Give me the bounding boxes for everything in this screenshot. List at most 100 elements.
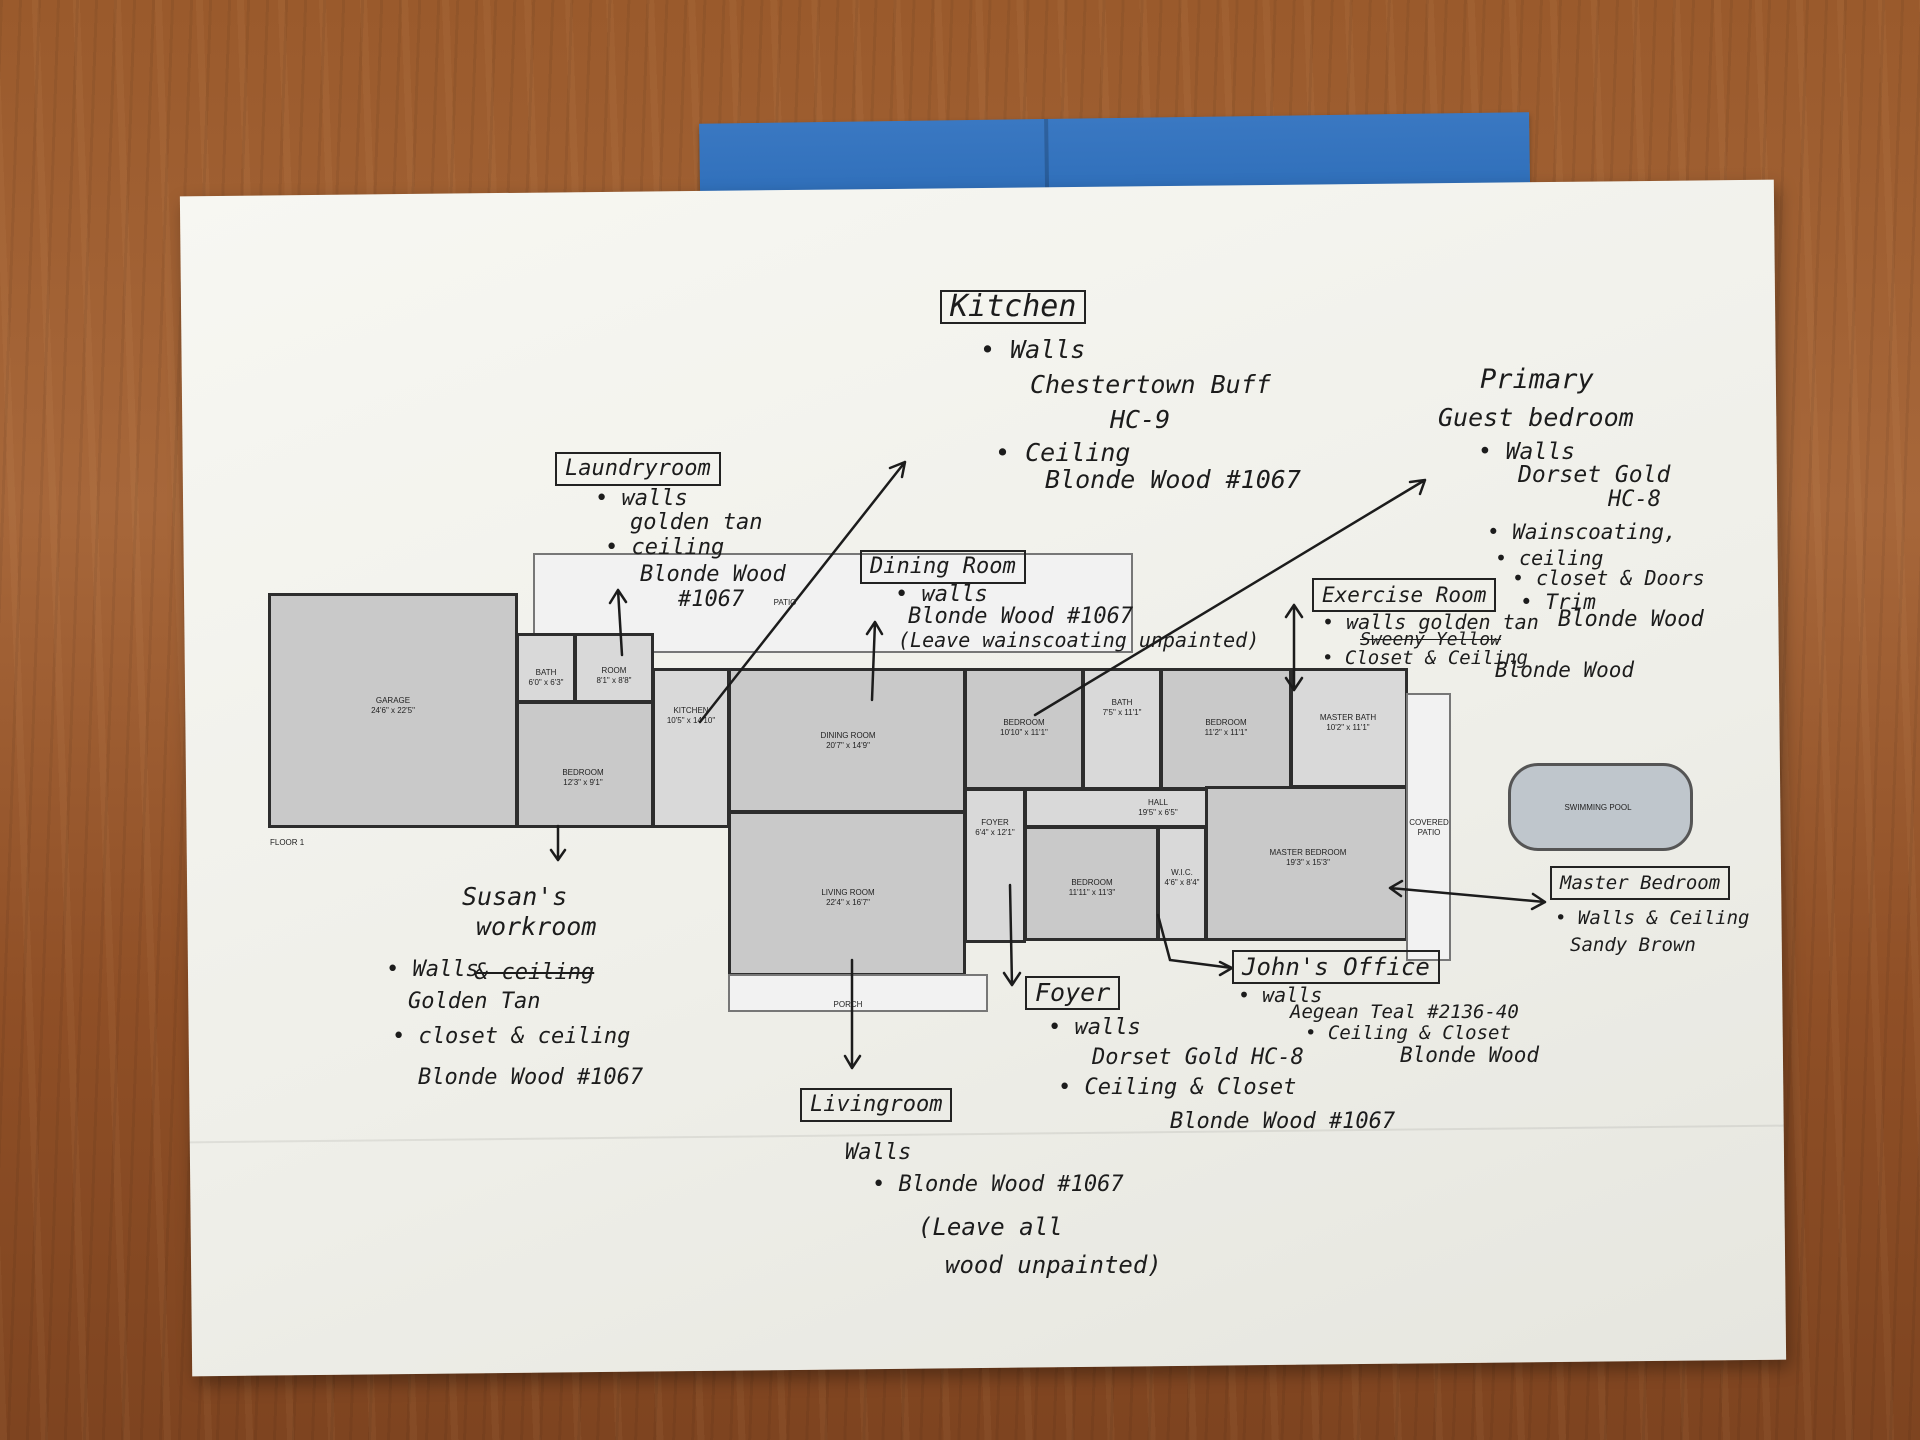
bath-small [516,633,576,703]
kitchen-label: KITCHEN 10'5" x 14'10" [666,706,716,725]
laundry-note-line2: golden tan [630,510,763,535]
exercise-note-struck: Sweeny Yellow [1360,629,1501,650]
bath-small-label: BATH 6'0" x 6'3" [528,668,564,687]
floor-label: FLOOR 1 [270,838,305,847]
kitchen-note-line5: Blonde Wood #1067 [1045,465,1301,494]
porch [728,974,988,1012]
foyer-note-line3: • Ceiling & Closet [1058,1075,1297,1100]
master-note-line2: Sandy Brown [1570,934,1696,956]
master-note-line1: • Walls & Ceiling [1555,907,1750,929]
walk-in-closet-label: W.I.C. 4'6" x 8'4" [1164,868,1200,887]
primary-note-line3: HC-8 [1608,487,1661,512]
primary-note-title1: Primary [1480,364,1594,395]
patio-label: PATIO [773,598,797,607]
master-bath-label: MASTER BATH 10'2" x 11'1" [1319,713,1377,732]
exercise-note-title: Exercise Room [1312,578,1497,612]
foyer-note-title: Foyer [1025,976,1121,1010]
living-note-line2: • Blonde Wood #1067 [872,1172,1124,1197]
walk-in-closet [1157,826,1207,941]
arrow-foyer [1002,883,1022,987]
covered-patio [1406,693,1451,961]
kitchen-note-line2: Chestertown Buff [1030,370,1271,399]
kitchen [652,668,730,828]
dining-room-label: DINING ROOM 20'7" x 14'9" [820,731,876,750]
laundry-note-title: Laundryroom [555,452,721,486]
living-room-label: LIVING ROOM 22'4" x 16'7" [821,888,875,907]
kitchen-note-line1: • Walls [980,335,1086,364]
susan-note-line4: Blonde Wood #1067 [418,1065,644,1090]
susan-note-title1: Susan's [462,882,568,911]
arrow-living [843,958,862,1070]
kitchen-note-line3: HC-9 [1110,405,1171,434]
swimming-pool [1508,763,1693,851]
covered-patio-label: COVERED PATIO [1409,818,1449,837]
arrow-master [1388,879,1547,911]
master-note-title: Master Bedroom [1550,866,1731,900]
susan-note-struck: & ceiling [475,960,595,985]
dining-note-title: Dining Room [860,550,1026,584]
john-note-line1: • walls [1238,983,1323,1007]
master-bedroom-label: MASTER BEDROOM 19'3" x 15'3" [1269,848,1347,867]
bedroom-exercise-label: BEDROOM 10'10" x 11'1" [1000,718,1048,737]
master-bedroom [1205,786,1408,941]
arrow-exercise [1284,603,1304,692]
exercise-note-line2: • Closet & Ceiling [1322,647,1528,669]
primary-note-line5: • ceiling [1495,546,1604,570]
kitchen-note-title: Kitchen [940,290,1087,324]
exercise-note-line3: Blonde Wood [1495,658,1635,682]
dining-note-line1: • walls [895,582,988,607]
primary-note-title2: Guest bedroom [1438,403,1634,432]
arrow-dining [865,620,884,702]
primary-note-line1: • Walls [1478,439,1575,465]
swimming-pool-label: SWIMMING POOL [1564,803,1632,812]
dining-note-line3: (Leave wainscoating unpainted) [898,628,1260,652]
living-note-line3: (Leave all [918,1213,1063,1241]
exercise-note-line1: • walls golden tan [1322,610,1539,634]
hall-label: HALL 19'5" x 6'5" [1138,798,1178,817]
bedroom-left-label: BEDROOM 12'3" x 9'1" [562,768,604,787]
primary-note-line4: • Wainscoating, [1487,520,1677,544]
bedroom-left [516,701,654,828]
john-note-line3: • Ceiling & Closet [1305,1022,1511,1044]
dining-room [728,668,966,813]
bath-mid-label: BATH 7'5" x 11'1" [1102,698,1142,717]
arrow-primary [1033,478,1427,717]
primary-note-line7: • Trim [1520,590,1596,614]
living-note-line4: wood unpainted) [945,1251,1162,1279]
john-note-line2: Aegean Teal #2136-40 [1290,1001,1519,1023]
foyer-note-line1: • walls [1048,1015,1141,1040]
laundry-note-line3: • ceiling [605,535,725,560]
susan-note-line1: • Walls [386,957,479,982]
bedroom-office-label: BEDROOM 11'11" x 11'3" [1068,878,1116,897]
garage-label: GARAGE 24'6" x 22'5" [371,696,415,715]
primary-note-line2: Dorset Gold [1518,462,1671,488]
foyer-label: FOYER 6'4" x 12'1" [975,818,1015,837]
floor-plan: PATIO GARAGE 24'6" x 22'5" FLOOR 1 BATH … [268,548,1758,1012]
primary-note-line6: • closet & Doors [1512,566,1705,590]
living-room [728,811,966,976]
garage [268,593,518,828]
foyer-note-line4: Blonde Wood #1067 [1170,1109,1396,1134]
laundry-note-line5: #1067 [678,587,745,612]
arrow-kitchen [698,460,907,724]
foyer-note-line2: Dorset Gold HC-8 [1092,1045,1304,1070]
susan-note-title2: workroom [476,912,597,941]
bedroom-office [1024,826,1159,941]
susan-note-line3: • closet & ceiling [392,1024,631,1049]
laundry-note-line1: • walls [595,486,688,511]
porch-label: PORCH [833,1000,863,1009]
laundry-note-line4: Blonde Wood [640,562,786,587]
john-note-title: John's Office [1232,950,1440,984]
primary-note-line8: Blonde Wood [1558,607,1704,632]
arrow-john [1156,913,1234,977]
arrow-laundry [608,588,628,657]
living-note-title: Livingroom [800,1088,953,1122]
kitchen-note-line4: • Ceiling [995,438,1131,467]
bedroom-primary-guest-label: BEDROOM 11'2" x 11'1" [1204,718,1248,737]
dining-note-line2: Blonde Wood #1067 [908,604,1134,629]
laundry-room-label: ROOM 8'1" x 8'8" [596,666,632,685]
arrow-susan [549,824,567,862]
john-note-line4: Blonde Wood [1400,1043,1540,1067]
living-note-line1: Walls [845,1140,912,1165]
